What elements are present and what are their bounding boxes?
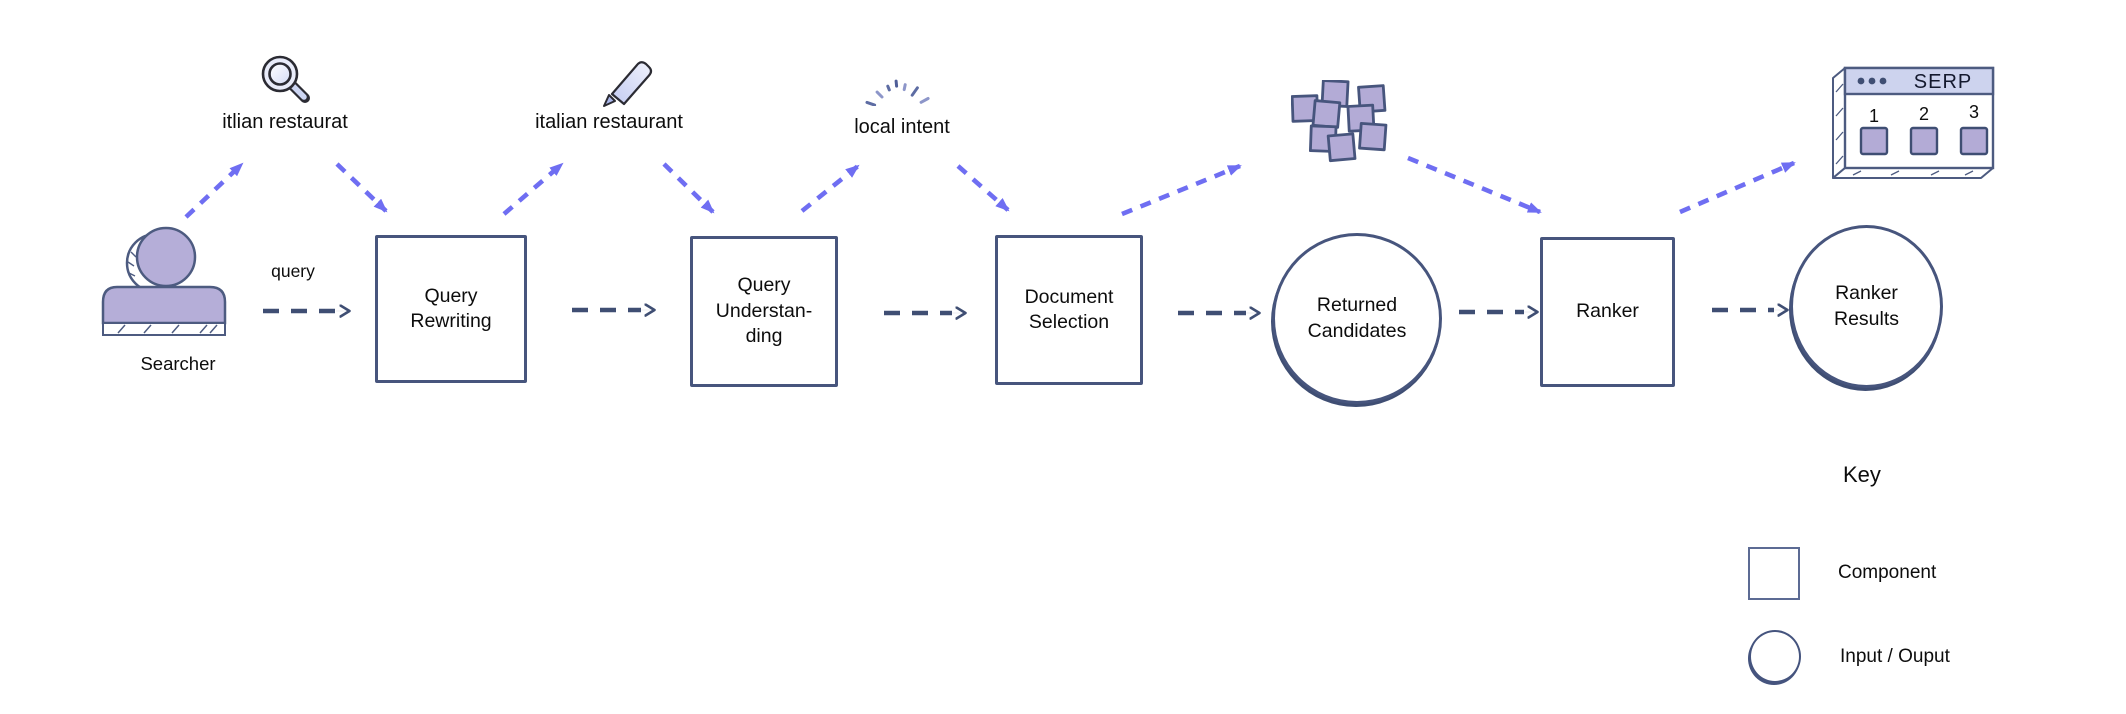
serp-result-2-box	[1909, 126, 1939, 156]
annotation-arrow-rewriting-to-rewritten	[502, 162, 564, 216]
node-ranker-label: Ranker	[1576, 300, 1639, 323]
pencil-icon	[603, 61, 653, 107]
annotation-arrow-query-text-to-rewriting	[335, 162, 388, 213]
serp-result-2-label: 2	[1919, 104, 1929, 124]
annotation-misspelled-query-text: itlian restaurat	[222, 111, 348, 133]
annotation-arrow-rewritten-to-understanding	[662, 162, 715, 214]
annotation-local-intent-text: local intent	[854, 116, 950, 138]
serp-result-1-box	[1859, 126, 1889, 156]
node-document-selection-label: Document Selection	[1024, 285, 1114, 333]
node-query-understanding: Query Understan- ding	[690, 236, 838, 387]
annotation-arrow-selection-to-documents	[1121, 163, 1242, 217]
serp-title: SERP	[1914, 71, 1972, 93]
serp-result-3-label: 3	[1969, 102, 1979, 122]
key-input-output-label: Input / Ouput	[1840, 646, 1950, 667]
node-document-selection: Document Selection	[995, 235, 1143, 385]
node-ranker: Ranker	[1540, 237, 1675, 387]
node-returned-candidates-label: Returned Candidates	[1307, 294, 1407, 342]
documents-icon	[1291, 80, 1388, 163]
annotation-arrow-searcher-to-query-text	[184, 162, 244, 219]
annotation-arrow-ranker-to-serp	[1679, 160, 1796, 215]
serp-result-3-box	[1959, 126, 1989, 156]
searcher-label: Searcher	[140, 353, 216, 374]
node-ranker-results: Ranker Results	[1790, 225, 1943, 388]
node-returned-candidates: Returned Candidates	[1272, 233, 1442, 404]
magnifier-icon	[261, 55, 310, 103]
node-query-rewriting: Query Rewriting	[375, 235, 527, 383]
annotation-arrow-intent-to-selection	[956, 164, 1010, 212]
window-dots-icon	[1857, 77, 1887, 85]
node-query-understanding-label: Query Understan- ding	[715, 274, 813, 348]
serp-window-icon: SERP 1 2 3	[1832, 66, 1995, 179]
key-component-label: Component	[1838, 562, 1937, 583]
sparkle-icon	[865, 79, 930, 106]
annotation-rewritten-query-text: italian restaurant	[535, 111, 683, 133]
query-label: query	[271, 261, 315, 281]
serp-result-1-label: 1	[1869, 106, 1879, 126]
searcher-person-icon	[101, 226, 227, 336]
key-input-output-shape	[1749, 630, 1801, 683]
key-title: Key	[1843, 462, 1881, 487]
node-ranker-results-label: Ranker Results	[1833, 282, 1900, 330]
key-component-shape	[1748, 547, 1800, 600]
node-query-rewriting-label: Query Rewriting	[410, 284, 492, 332]
annotation-arrow-documents-to-ranker	[1407, 155, 1542, 215]
annotation-arrow-understanding-to-intent	[800, 164, 860, 213]
